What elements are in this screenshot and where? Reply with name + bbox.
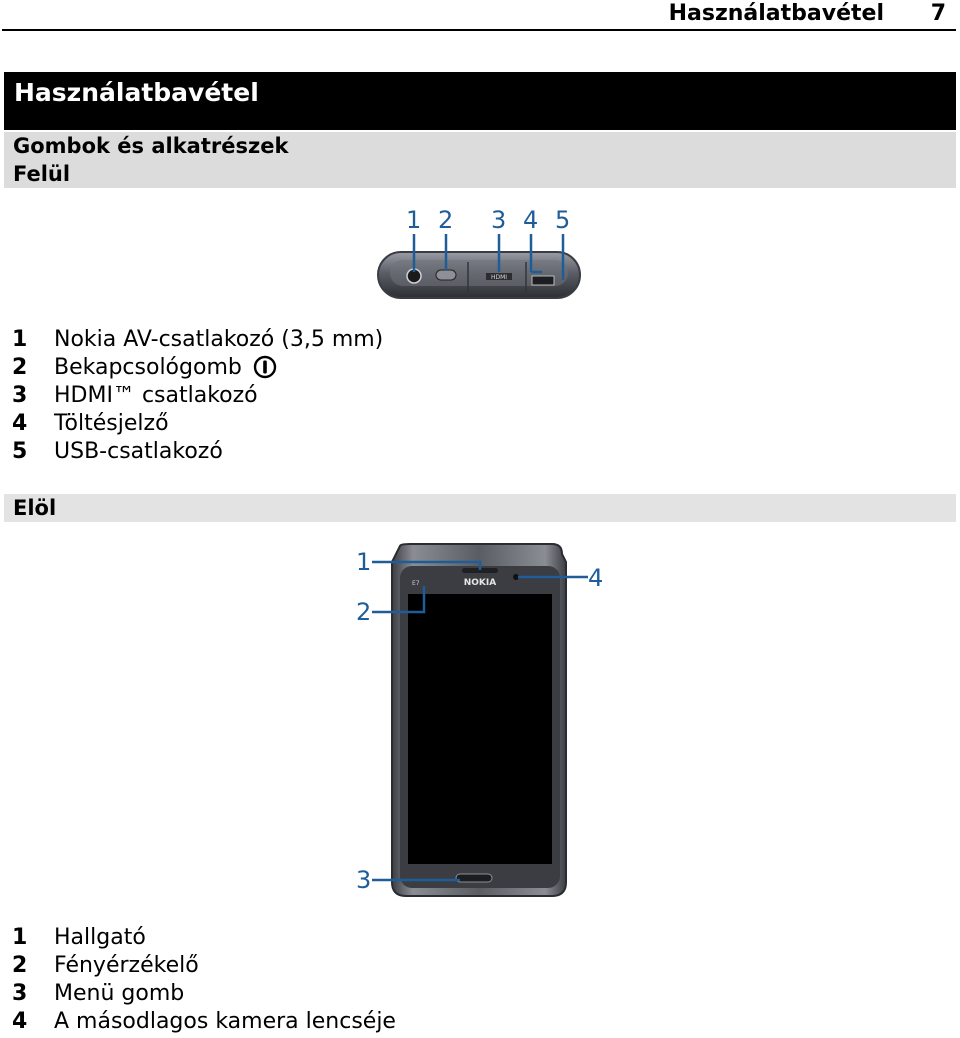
running-header: Használatbavétel 7: [0, 0, 960, 28]
menu-key: [455, 873, 493, 883]
front-callout-3: 3: [356, 866, 371, 894]
legend-number: 4: [12, 411, 28, 436]
top-callout-3: 3: [491, 206, 506, 234]
legend-number: 4: [12, 1009, 28, 1034]
front-view-legend: 1 Hallgató 2 Fényérzékelő 3 Menü gomb 4 A má…: [12, 924, 396, 1036]
earpiece: [462, 568, 498, 573]
phone-top-view-illustration: HDMI 1 2 3 4 5: [377, 206, 581, 299]
front-callout-2: 2: [356, 598, 371, 626]
legend-number: 3: [12, 981, 28, 1006]
subsection-heading-front: Elöl: [4, 494, 956, 522]
legend-item: 2 Bekapcsológomb: [12, 354, 383, 382]
usb-port: [531, 275, 555, 286]
subsection-title-front: Elöl: [13, 496, 57, 520]
page-number: 7: [930, 1, 946, 26]
top-view-legend: 1 Nokia AV-csatlakozó (3,5 mm) 2 Bekapcsol…: [12, 326, 383, 466]
top-callout-2: 2: [438, 206, 453, 234]
legend-text: USB-csatlakozó: [54, 439, 223, 464]
section-title: Gombok és alkatrészek: [13, 134, 289, 158]
legend-number: 5: [12, 439, 28, 464]
power-icon: [253, 355, 277, 379]
legend-number: 2: [12, 355, 28, 380]
brand-label: NOKIA: [464, 578, 497, 588]
legend-item: 3 Menü gomb: [12, 980, 396, 1008]
legend-text: A másodlagos kamera lencséje: [54, 1009, 396, 1034]
legend-number: 1: [12, 925, 28, 950]
legend-item: 1 Hallgató: [12, 924, 396, 952]
top-callout-4: 4: [523, 206, 538, 234]
hdmi-port-label: HDMI: [491, 274, 507, 281]
legend-text: Töltésjelző: [54, 411, 169, 436]
legend-text: Bekapcsológomb: [54, 355, 242, 380]
front-callout-4: 4: [588, 564, 603, 592]
top-callout-5: 5: [555, 206, 570, 234]
legend-number: 3: [12, 383, 28, 408]
legend-item: 1 Nokia AV-csatlakozó (3,5 mm): [12, 326, 383, 354]
secondary-camera: [513, 574, 519, 580]
top-callout-1: 1: [406, 206, 421, 234]
chapter-heading: Használatbavétel: [4, 72, 956, 130]
legend-text: Hallgató: [54, 925, 146, 950]
chapter-title: Használatbavétel: [14, 78, 259, 107]
legend-text: HDMI™ csatlakozó: [54, 383, 258, 408]
legend-item: 3 HDMI™ csatlakozó: [12, 382, 383, 410]
hdmi-port: [486, 273, 512, 280]
front-callout-1: 1: [356, 548, 371, 576]
header-rule: [2, 29, 956, 31]
running-header-title: Használatbavétel: [668, 1, 884, 26]
legend-item: 5 USB-csatlakozó: [12, 438, 383, 466]
legend-text: Menü gomb: [54, 981, 185, 1006]
phone-front-view-illustration: NOKIA E7 1 2 3 4: [356, 543, 603, 897]
phone-screen: [408, 594, 552, 864]
legend-text: Fényérzékelő: [54, 953, 199, 978]
power-key: [435, 269, 457, 281]
subsection-title-top: Felül: [13, 162, 71, 186]
legend-item: 4 Töltésjelző: [12, 410, 383, 438]
section-heading: Gombok és alkatrészek Felül: [4, 132, 956, 188]
model-label: E7: [412, 580, 420, 587]
legend-item: 2 Fényérzékelő: [12, 952, 396, 980]
legend-text: Nokia AV-csatlakozó (3,5 mm): [54, 327, 384, 352]
legend-number: 2: [12, 953, 28, 978]
legend-item: 4 A másodlagos kamera lencséje: [12, 1008, 396, 1036]
legend-number: 1: [12, 327, 28, 352]
